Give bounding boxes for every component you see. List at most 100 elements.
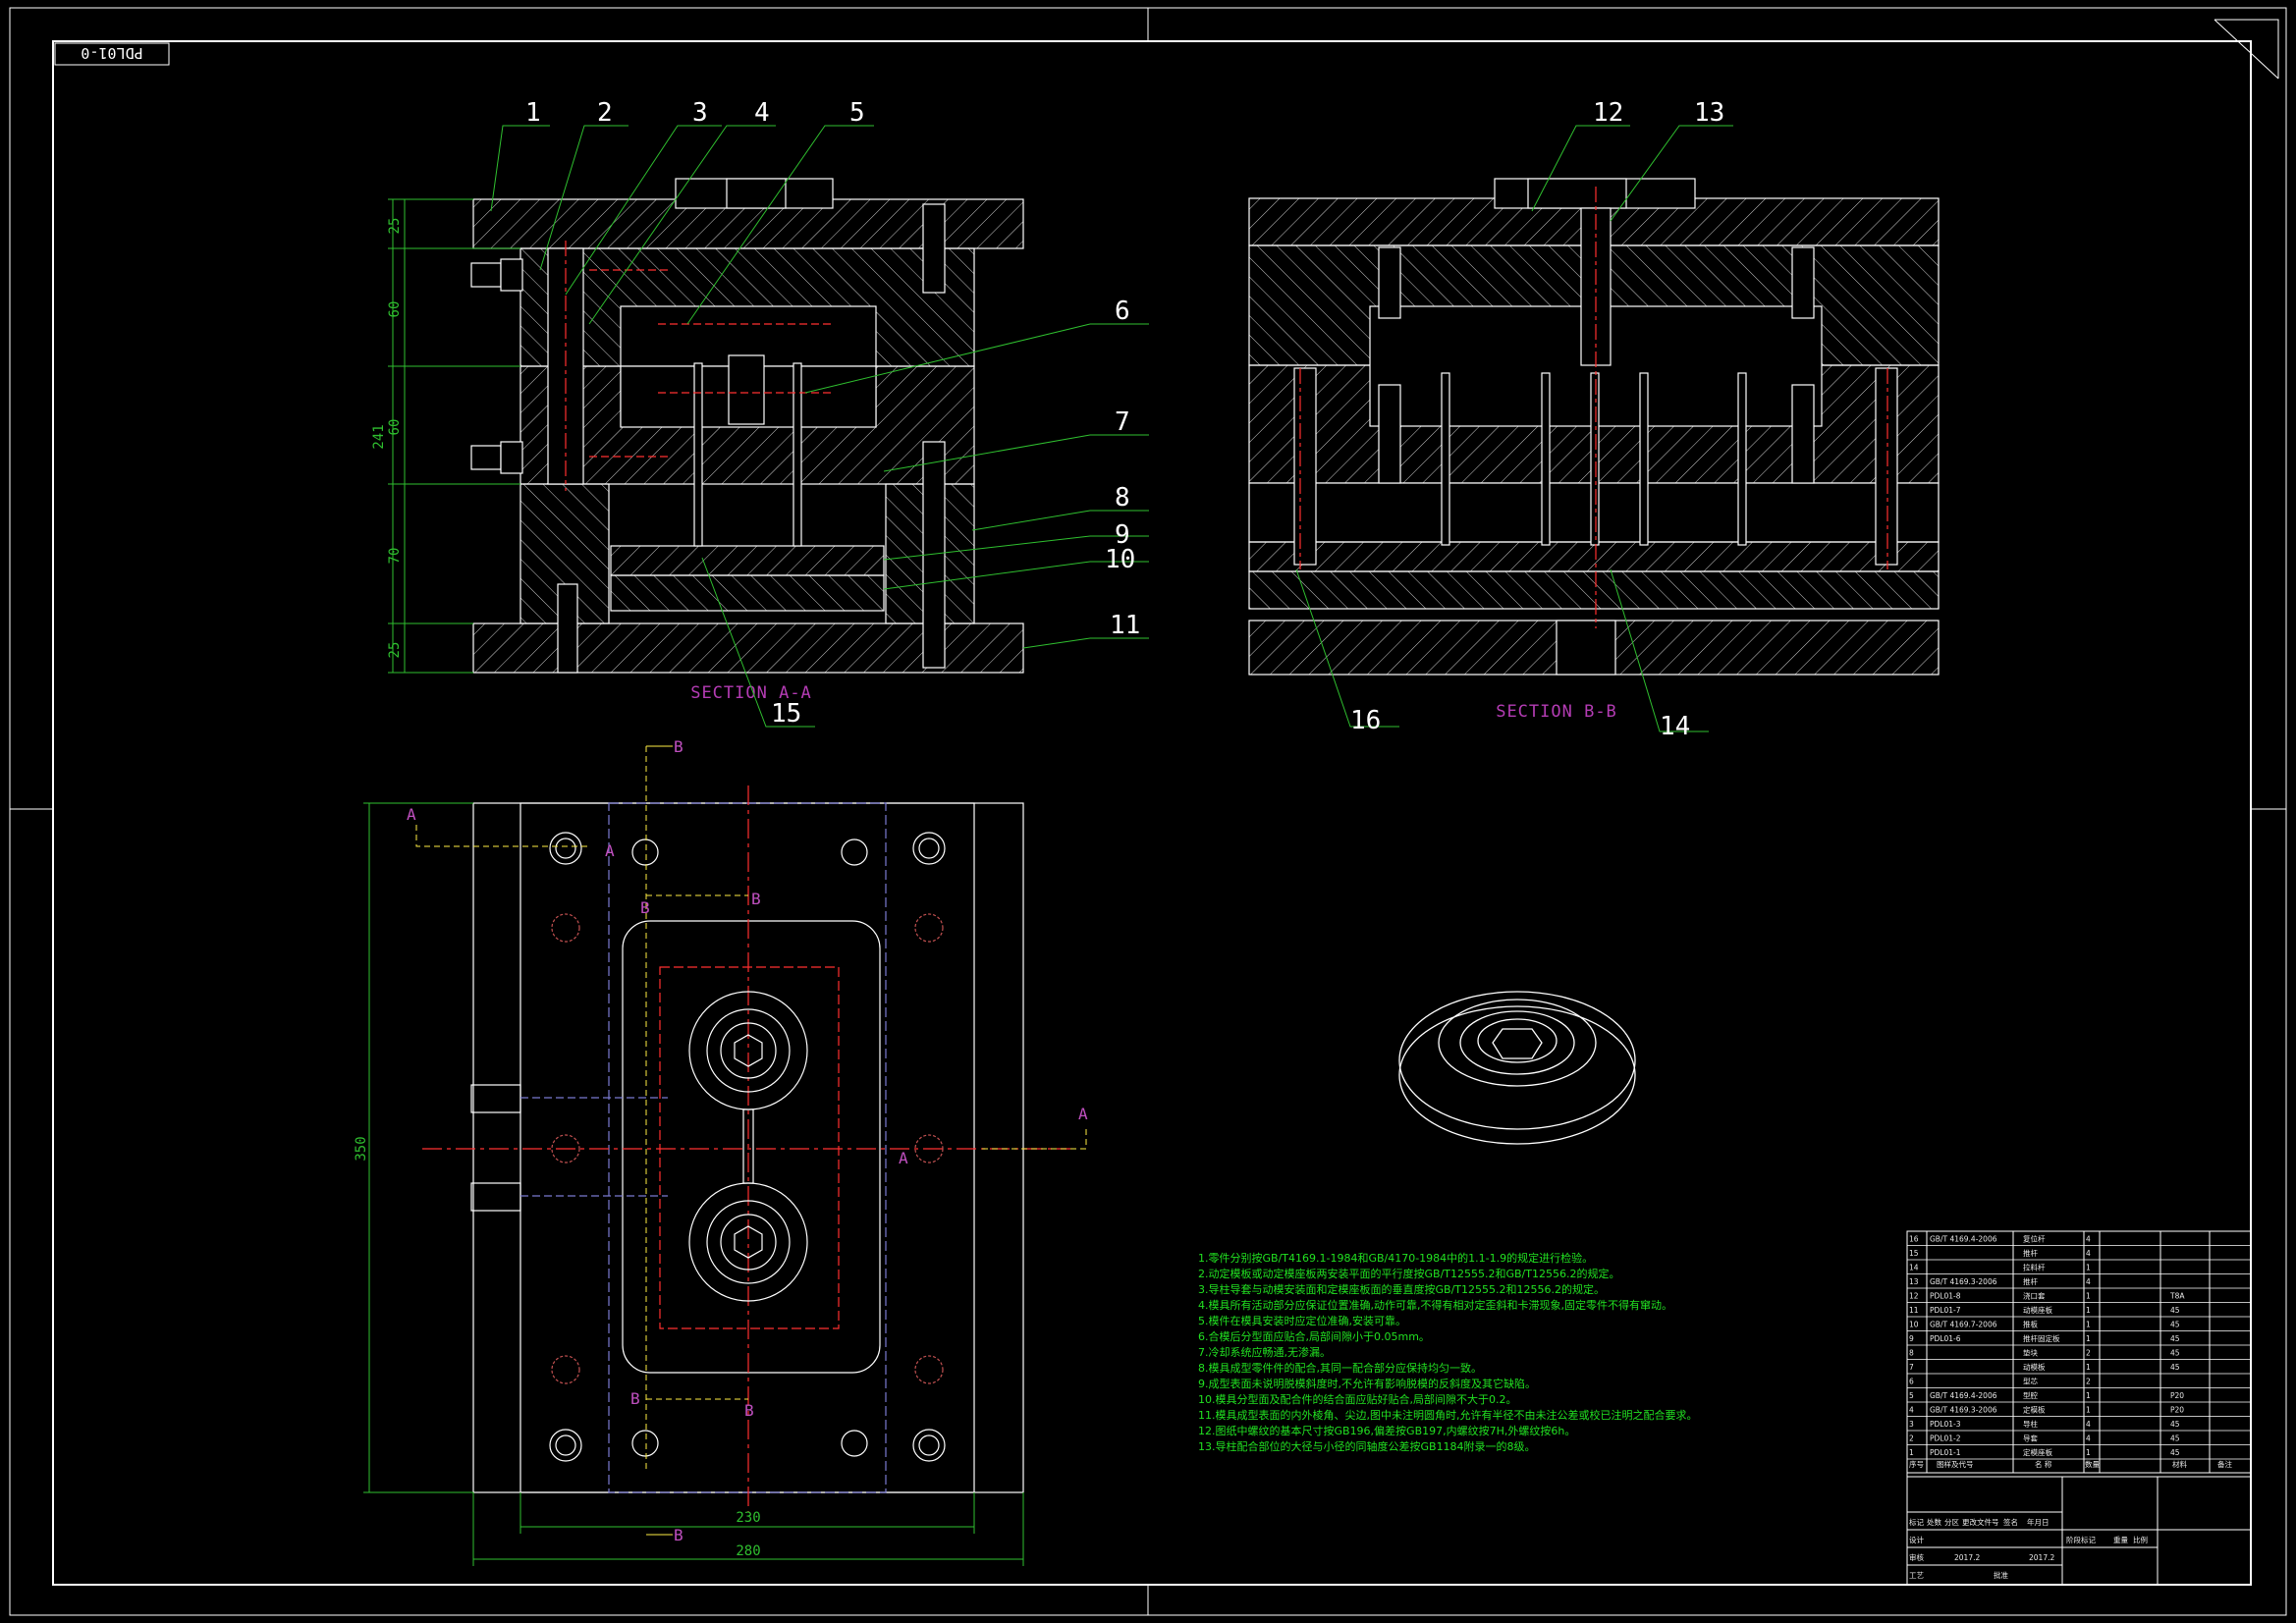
section-a-dimension-labels: 25 60 60 70 25 241 SECTION A-A — [371, 218, 812, 703]
sign-doc: 更改文件号 — [1962, 1517, 1999, 1527]
bom-cell-name: 定模座板 — [2023, 1447, 2052, 1457]
bom-header-code: 图样及代号 — [1937, 1459, 1974, 1469]
bom-cell-no: 15 — [1909, 1249, 1919, 1258]
callout-12: 12 — [1593, 98, 1623, 128]
cut-label-a-2: A — [605, 841, 615, 860]
sign-process: 工艺 — [1909, 1571, 1924, 1580]
bom-cell-qty: 1 — [2086, 1321, 2091, 1329]
bom-cell-code: PDL01-3 — [1930, 1420, 1961, 1429]
bom-cell-name: 定模板 — [2023, 1405, 2046, 1415]
dim-a-60-1: 60 — [387, 301, 403, 318]
callout-10: 10 — [1105, 545, 1135, 574]
bom-cell-no: 11 — [1909, 1306, 1919, 1315]
bom-cell-mat: 45 — [2170, 1349, 2180, 1358]
note-13: 13.导柱配合部位的大径与小径的同轴度公差按GB1184附录一的8级。 — [1198, 1439, 1536, 1453]
note-9: 9.成型表面未说明脱模斜度时,不允许有影响脱模的反斜度及其它缺陷。 — [1198, 1377, 1536, 1390]
sign-ymd: 年月日 — [2027, 1517, 2050, 1527]
section-a-view — [470, 178, 1024, 674]
bom-cell-no: 14 — [1909, 1264, 1919, 1272]
plan-cut-labels: A A B B B B B B A A — [407, 737, 1088, 1544]
bom-cell-no: 5 — [1909, 1391, 1914, 1400]
dim-plan-350: 350 — [354, 1136, 369, 1161]
callout-11: 11 — [1110, 611, 1140, 640]
bom-cell-code: GB/T 4169.3-2006 — [1930, 1277, 1997, 1286]
callout-13: 13 — [1694, 98, 1724, 128]
bom-cell-name: 复位杆 — [2023, 1234, 2046, 1244]
plan-dimension-labels: 350 230 280 — [354, 1136, 761, 1559]
cut-label-b-1: B — [674, 737, 683, 756]
dim-a-70: 70 — [387, 548, 403, 565]
bom-cell-qty: 1 — [2086, 1363, 2091, 1372]
bom-cell-qty: 4 — [2086, 1420, 2091, 1429]
callout-14: 14 — [1660, 712, 1690, 741]
callout-7: 7 — [1115, 407, 1130, 437]
sign-zone: 分区 — [1944, 1518, 1960, 1527]
callout-2: 2 — [597, 98, 613, 128]
bom-cell-qty: 1 — [2086, 1448, 2091, 1457]
bom-cell-no: 16 — [1909, 1235, 1919, 1244]
bom-cell-qty: 4 — [2086, 1434, 2091, 1443]
bom-cell-qty: 1 — [2086, 1292, 2091, 1301]
callout-16: 16 — [1350, 706, 1381, 735]
plan-view — [422, 785, 1070, 1512]
cut-label-b-5: B — [744, 1401, 754, 1420]
bom-cell-mat: 45 — [2170, 1363, 2180, 1372]
callout-15: 15 — [771, 699, 801, 729]
bom-cell-no: 12 — [1909, 1292, 1919, 1301]
bom-cell-name: 型腔 — [2023, 1390, 2039, 1400]
bom-cell-code: GB/T 4169.4-2006 — [1930, 1235, 1997, 1244]
bom-cell-code: PDL01-1 — [1930, 1448, 1961, 1457]
bom-cell-code: PDL01-2 — [1930, 1434, 1961, 1443]
note-4: 4.模具所有活动部分应保证位置准确,动作可靠,不得有相对定歪斜和卡滞现象,固定零… — [1198, 1298, 1672, 1312]
bom-cell-no: 6 — [1909, 1378, 1914, 1386]
sign-approve: 批准 — [1994, 1570, 2009, 1580]
section-a-leaders — [490, 125, 1149, 728]
note-10: 10.模具分型面及配合件的结合面应贴好贴合,局部间隙不大于0.2。 — [1198, 1392, 1516, 1406]
bom-cell-mat: 45 — [2170, 1334, 2180, 1343]
sign-weight: 重量 — [2113, 1536, 2129, 1544]
section-a-label: SECTION A-A — [690, 683, 812, 703]
bom-header-mat: 材料 — [2172, 1459, 2188, 1469]
bom-cell-mat: 45 — [2170, 1420, 2180, 1429]
bom-cell-name: 型芯 — [2023, 1377, 2039, 1386]
bom-header-name: 名 称 — [2035, 1459, 2052, 1469]
bom-cell-qty: 2 — [2086, 1378, 2091, 1386]
callout-3: 3 — [692, 98, 708, 128]
dim-a-60-2: 60 — [387, 419, 403, 436]
drawing-code: PDL01-0 — [81, 44, 142, 62]
callout-6: 6 — [1115, 297, 1130, 326]
dim-plan-280: 280 — [736, 1543, 760, 1559]
plan-cut-lines — [415, 745, 1087, 1536]
bom-cell-qty: 4 — [2086, 1277, 2091, 1286]
bom-cell-no: 13 — [1909, 1277, 1919, 1286]
bom-cell-qty: 1 — [2086, 1334, 2091, 1343]
sign-design: 设计 — [1909, 1535, 1925, 1544]
bom-header-no: 序号 — [1909, 1459, 1924, 1469]
bom-cell-no: 1 — [1909, 1448, 1914, 1457]
cut-label-b-3: B — [640, 898, 650, 917]
bom-cell-mat: P20 — [2170, 1406, 2184, 1415]
bom-cell-code: PDL01-7 — [1930, 1306, 1961, 1315]
sign-date1: 2017.2 — [1954, 1553, 1980, 1562]
bom-cell-mat: 45 — [2170, 1448, 2180, 1457]
dim-plan-230: 230 — [736, 1510, 760, 1526]
bom-cell-qty: 2 — [2086, 1349, 2091, 1358]
note-7: 7.冷却系统应畅通,无渗漏。 — [1198, 1345, 1331, 1359]
section-b-view — [1248, 178, 1940, 676]
sign-count: 处数 — [1927, 1517, 1942, 1527]
bom-cell-mat: 45 — [2170, 1321, 2180, 1329]
sign-sig: 签名 — [2003, 1517, 2018, 1527]
part-isometric — [1398, 991, 1636, 1145]
note-5: 5.模件在模具安装时应定位准确,安装可靠。 — [1198, 1314, 1406, 1327]
drawing-frame — [9, 7, 2287, 1616]
bom-header-note: 备注 — [2217, 1459, 2233, 1469]
cut-label-b-2: B — [751, 890, 761, 908]
bom-cell-name: 推杆 — [2023, 1276, 2039, 1286]
bom-cell-code: GB/T 4169.3-2006 — [1930, 1406, 1997, 1415]
callout-9: 9 — [1115, 520, 1130, 550]
bom-cell-qty: 1 — [2086, 1406, 2091, 1415]
bom-cell-code: PDL01-6 — [1930, 1334, 1961, 1343]
bom-cell-no: 9 — [1909, 1334, 1914, 1343]
bom-cell-name: 动模座板 — [2023, 1305, 2052, 1315]
